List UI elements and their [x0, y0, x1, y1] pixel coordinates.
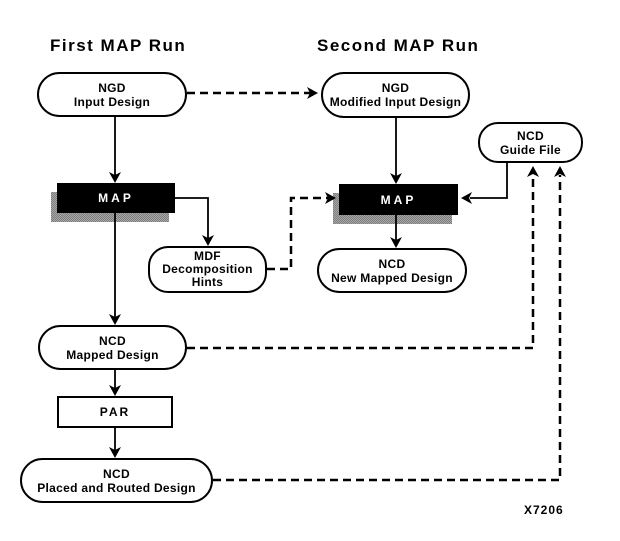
node-title: NGD — [381, 81, 410, 95]
arrowhead-down — [109, 314, 121, 325]
node-subtitle: Placed and Routed Design — [37, 480, 196, 495]
arrowheads — [109, 87, 566, 458]
figure-id-label: X7206 — [524, 503, 564, 517]
node-ngd-modified-input-design: NGD Modified Input Design — [321, 72, 470, 118]
arrowhead-left — [461, 192, 472, 204]
node-title: NCD — [103, 466, 130, 481]
node-ngd-input-design: NGD Input Design — [37, 72, 187, 117]
arrowhead-right — [307, 87, 318, 99]
node-line3: Hints — [191, 275, 224, 289]
edge-ncdplaced-to-guidefile — [213, 175, 562, 482]
heading-second-map-run: Second MAP Run — [317, 36, 480, 55]
node-ncd-placed-and-routed-design: NCD Placed and Routed Design — [20, 458, 213, 503]
edge-mdf-to-map2 — [267, 196, 329, 271]
node-par: PAR — [57, 396, 173, 428]
arrowhead-down — [109, 447, 121, 458]
node-title: MDF — [194, 249, 221, 263]
edge-ncdmapped-to-guidefile — [187, 175, 535, 350]
arrowhead-right — [325, 192, 336, 204]
node-ncd-mapped-design: NCD Mapped Design — [38, 325, 187, 370]
node-title: NCD — [99, 333, 126, 348]
heading-first-map-run: First MAP Run — [50, 36, 187, 55]
arrowhead-up — [554, 166, 566, 177]
node-title: NCD — [378, 256, 406, 271]
edge-map1-to-mdf — [175, 197, 209, 239]
node-label: MAP — [380, 192, 417, 207]
arrowhead-down — [202, 235, 214, 246]
arrowhead-down — [109, 172, 121, 183]
node-subtitle: Guide File — [499, 142, 561, 157]
node-ncd-new-mapped-design: NCD New Mapped Design — [317, 248, 467, 293]
node-label: MAP — [98, 191, 134, 205]
node-subtitle: Input Design — [73, 94, 151, 109]
arrowhead-down — [390, 237, 402, 248]
dashed-connectors — [187, 91, 562, 482]
node-subtitle: New Mapped Design — [331, 270, 453, 285]
arrowhead-down — [109, 385, 121, 396]
node-line2: Decomposition — [162, 262, 253, 276]
node-label: PAR — [99, 405, 131, 419]
node-map-second: MAP — [339, 184, 458, 215]
edge-guidefile-to-map2 — [470, 163, 508, 199]
solid-connectors — [114, 117, 508, 451]
node-title: NGD — [98, 80, 126, 95]
node-subtitle: Mapped Design — [66, 347, 159, 362]
arrowhead-down — [390, 173, 402, 184]
node-title: NCD — [517, 128, 544, 143]
node-subtitle: Modified Input Design — [329, 95, 462, 109]
node-mdf-decomposition-hints: MDF Decomposition Hints — [148, 246, 267, 293]
node-ncd-guide-file: NCD Guide File — [478, 122, 583, 163]
node-map-first: MAP — [57, 183, 175, 213]
arrowhead-up — [527, 166, 539, 177]
